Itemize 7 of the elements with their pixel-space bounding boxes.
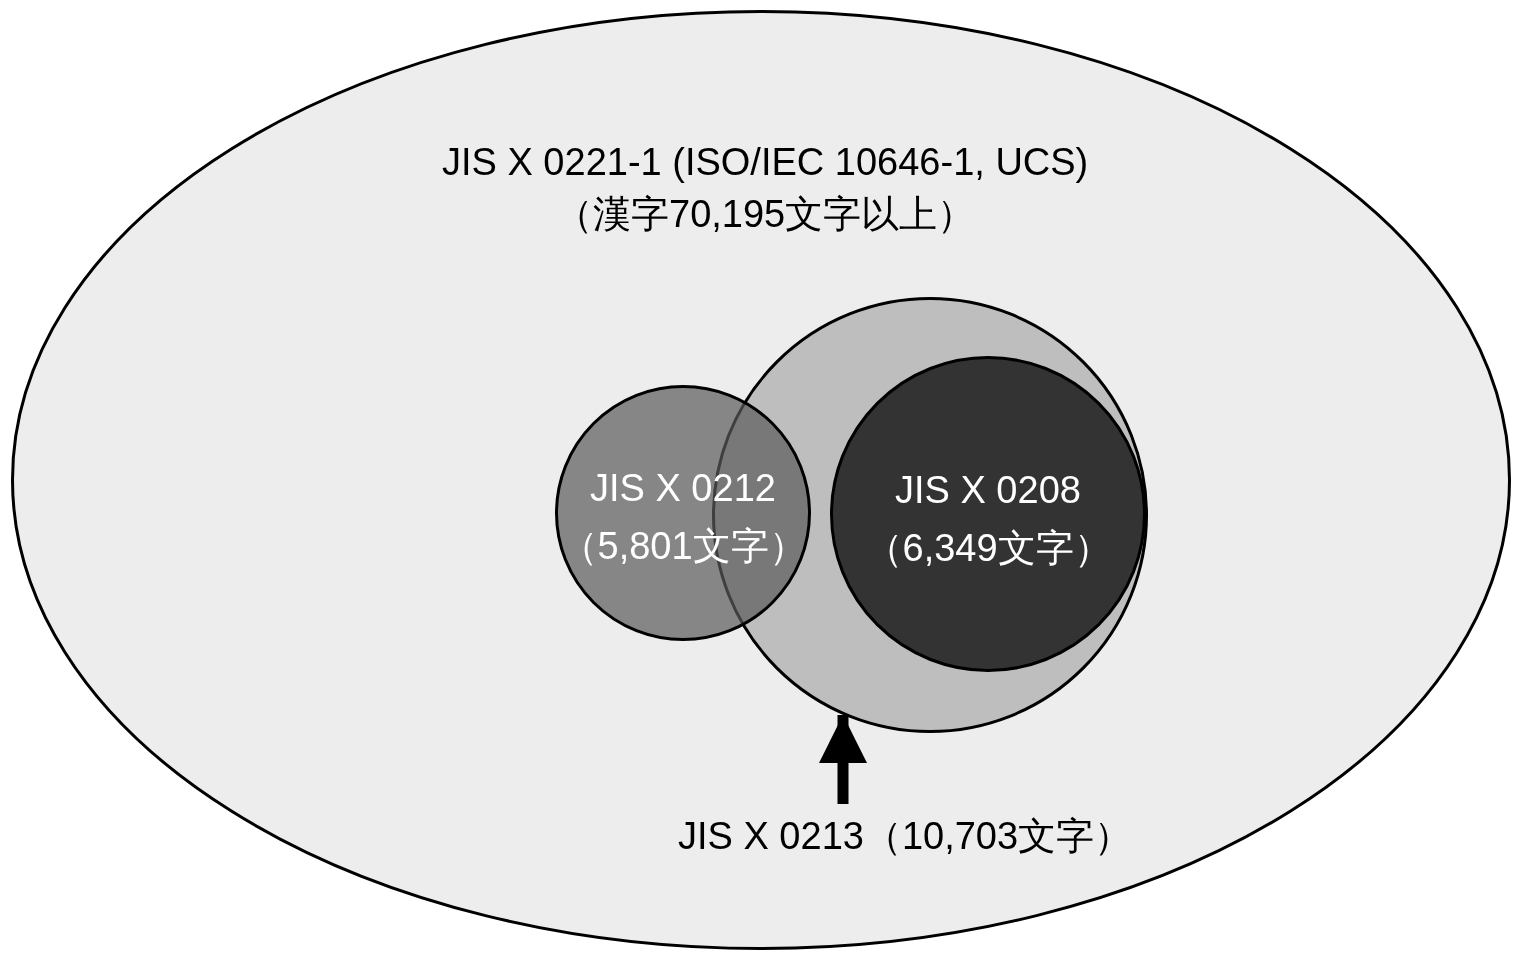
set-label: JIS X 0212 [590, 469, 776, 507]
arrow [819, 714, 867, 804]
set-label: JIS X 0213（10,703文字） [678, 817, 1133, 855]
set-label: （6,349文字） [864, 529, 1112, 567]
set-label: （漢字70,195文字以上） [555, 195, 976, 233]
set-label: JIS X 0208 [895, 471, 1081, 509]
set-label: JIS X 0221-1 (ISO/IEC 10646-1, UCS) [442, 143, 1089, 181]
